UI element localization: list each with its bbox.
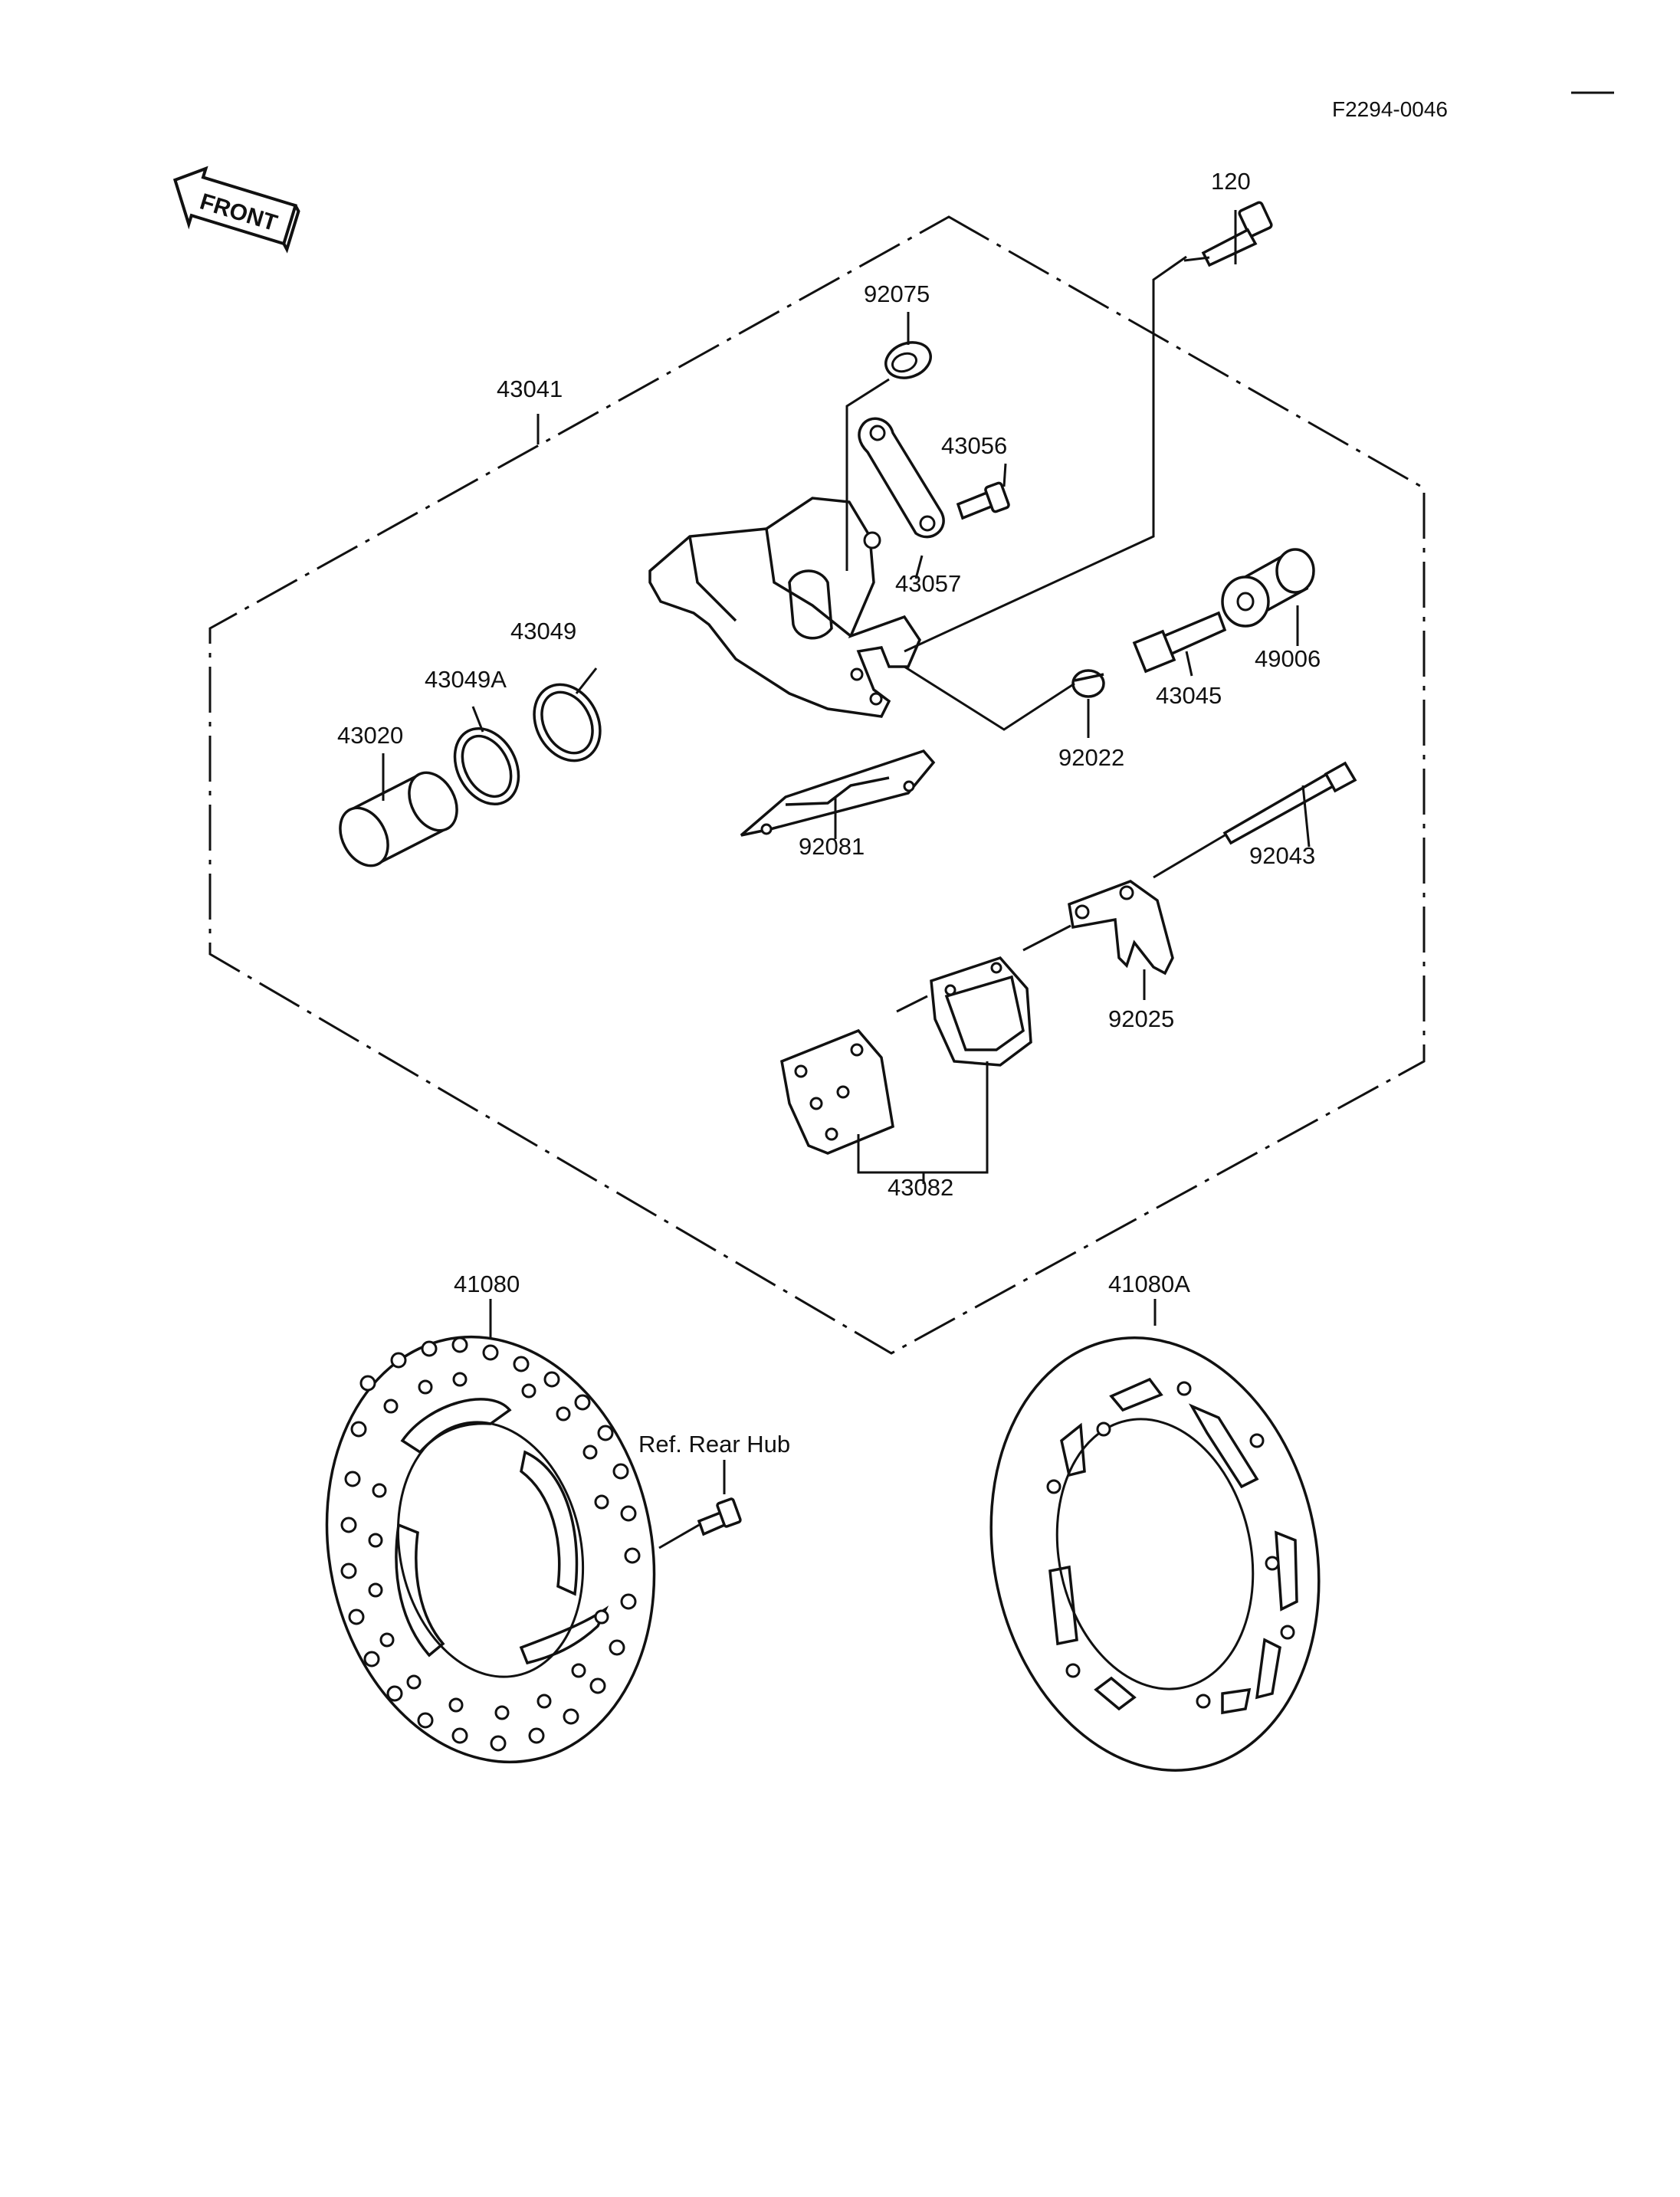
part-label-43049A[interactable]: 43049A xyxy=(425,666,507,693)
part-label-92043[interactable]: 92043 xyxy=(1249,842,1315,869)
screw-43056-icon xyxy=(956,481,1010,520)
part-label-43045[interactable]: 43045 xyxy=(1156,682,1222,709)
drawing-code: F2294-0046 xyxy=(1332,97,1448,121)
part-labels: 120 92075 43041 43056 43057 43049 43049A… xyxy=(337,168,1321,1458)
part-label-43082[interactable]: 43082 xyxy=(888,1174,953,1201)
hub-bolt-icon xyxy=(697,1497,742,1536)
part-label-41080A[interactable]: 41080A xyxy=(1108,1271,1190,1297)
caliper-assembly-outline xyxy=(208,215,1426,1355)
ref-rear-hub-label[interactable]: Ref. Rear Hub xyxy=(638,1431,790,1458)
part-label-43057[interactable]: 43057 xyxy=(895,570,961,597)
part-label-43049[interactable]: 43049 xyxy=(510,618,576,644)
part-label-120[interactable]: 120 xyxy=(1211,168,1251,195)
seal-43049-icon xyxy=(533,683,602,762)
part-label-92075[interactable]: 92075 xyxy=(864,280,930,307)
part-label-92025[interactable]: 92025 xyxy=(1108,1005,1174,1032)
part-label-43041[interactable]: 43041 xyxy=(497,375,563,402)
brake-disc-41080-icon xyxy=(325,1335,656,1764)
boot-49006-icon xyxy=(1221,548,1315,628)
part-label-43020[interactable]: 43020 xyxy=(337,722,403,749)
brake-pad-inner-icon xyxy=(930,956,1032,1067)
piston-43020-icon xyxy=(339,771,458,867)
leader-lines xyxy=(382,210,1311,1549)
pin-43045-icon xyxy=(1132,611,1227,674)
pad-spring-92025-icon xyxy=(1068,880,1174,976)
brake-disc-41080A-icon xyxy=(989,1336,1321,1772)
part-label-41080[interactable]: 41080 xyxy=(454,1271,520,1297)
pad-pin-92043-icon xyxy=(1222,761,1357,845)
seal-92075-icon xyxy=(884,341,932,379)
link-43057-icon xyxy=(858,417,945,539)
seal-43049A-icon xyxy=(453,726,520,806)
part-label-92022[interactable]: 92022 xyxy=(1058,744,1124,771)
caliper-body-icon xyxy=(648,497,921,718)
spring-92081-icon xyxy=(740,749,936,837)
front-arrow-icon: FRONT xyxy=(172,166,300,254)
bleeder-screw-icon xyxy=(1183,201,1273,267)
brake-pad-outer-icon xyxy=(780,1028,894,1155)
part-label-92081[interactable]: 92081 xyxy=(799,833,865,860)
part-label-49006[interactable]: 49006 xyxy=(1255,645,1321,672)
clip-92022-icon xyxy=(1071,669,1105,698)
disc-vent-holes xyxy=(340,1336,641,1752)
part-label-43056[interactable]: 43056 xyxy=(941,432,1007,459)
